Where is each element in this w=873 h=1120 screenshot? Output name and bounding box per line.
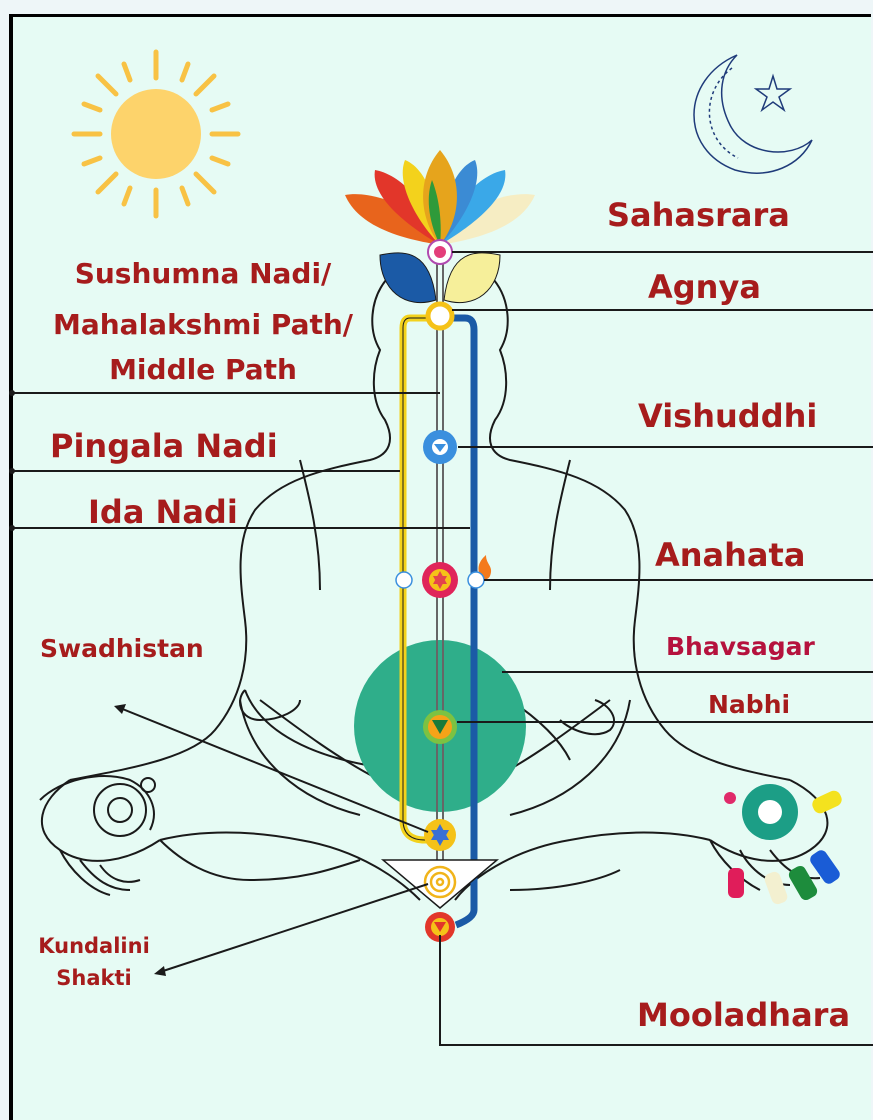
agnya-label: Agnya (648, 268, 761, 306)
pingala-nadi-label: Pingala Nadi (50, 427, 278, 465)
nabhi-chakra-icon (423, 710, 457, 744)
sun-icon (74, 52, 238, 216)
crescent-moon-icon (694, 55, 812, 173)
anahata-chakra-icon (422, 562, 458, 598)
right-heart-node (468, 572, 484, 588)
agnya-chakra-icon (428, 304, 452, 328)
vishuddhi-label: Vishuddhi (638, 397, 817, 435)
sahasrara-label: Sahasrara (607, 196, 790, 234)
left-heart-node (396, 572, 412, 588)
nabhi-label: Nabhi (708, 690, 790, 720)
sushumna-label-line3: Middle Path (24, 353, 382, 387)
right-hand-marks (724, 784, 844, 906)
swadhistan-chakra-icon (424, 819, 456, 851)
anahata-label: Anahata (655, 536, 805, 574)
ida-nadi-label: Ida Nadi (88, 493, 238, 531)
sushumna-label-line1: Sushumna Nadi/ (24, 257, 382, 291)
arrowheads (9, 390, 166, 976)
sushumna-label-line2: Mahalakshmi Path/ (24, 308, 382, 342)
mooladhara-label: Mooladhara (637, 996, 850, 1034)
kundalini-label-line2: Shakti (24, 966, 164, 991)
swadhistan-label: Swadhistan (40, 634, 204, 664)
bhavsagar-label: Bhavsagar (666, 632, 815, 662)
kundalini-label-line1: Kundalini (24, 934, 164, 959)
vishuddhi-chakra-icon (423, 430, 457, 464)
